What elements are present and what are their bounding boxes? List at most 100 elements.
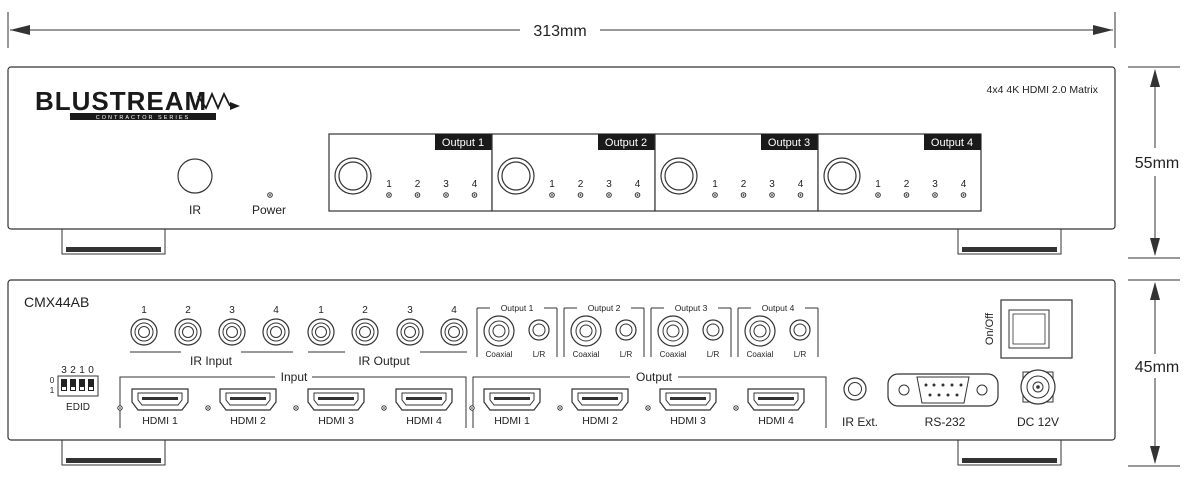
coaxial-label: Coaxial (747, 350, 774, 359)
ir-output-number: 2 (362, 305, 368, 316)
output-select-button[interactable] (497, 157, 535, 195)
led-number: 3 (769, 179, 775, 190)
hdmi-input-label: Input (281, 370, 308, 384)
ir-output-number: 1 (318, 305, 324, 316)
edid-switch-2[interactable] (70, 379, 76, 391)
coaxial-jack[interactable] (744, 315, 776, 347)
hdmi-output-port[interactable] (659, 388, 717, 411)
rs232-label: RS-232 (925, 415, 966, 429)
hdmi-output-port[interactable] (747, 388, 805, 411)
lr-audio-jack[interactable] (615, 319, 637, 341)
power-rocker-switch[interactable] (1000, 299, 1073, 359)
width-dimension: 313mm (7, 12, 1116, 48)
led-number: 3 (932, 179, 938, 190)
dc-power-jack[interactable] (1020, 369, 1056, 405)
front-panel: BLUSTREAM CONTRACTOR SERIES 4x4 4K HDMI … (7, 66, 1116, 255)
lr-audio-jack[interactable] (702, 319, 724, 341)
audio-output-label: Output 4 (762, 303, 795, 313)
power-label: Power (252, 203, 286, 217)
ir-input-jack[interactable] (130, 318, 158, 346)
model-label: CMX44AB (24, 294, 89, 310)
lr-label: L/R (620, 350, 633, 359)
ir-input-jack[interactable] (218, 318, 246, 346)
edid-bit-3: 3 (61, 365, 67, 376)
output-select-button[interactable] (334, 157, 372, 195)
edid-switch-1[interactable] (79, 379, 85, 391)
ir-input-jack[interactable] (174, 318, 202, 346)
edid-level-1: 1 (50, 386, 55, 395)
output-select-button[interactable] (823, 157, 861, 195)
lr-label: L/R (533, 350, 546, 359)
coaxial-jack[interactable] (570, 315, 602, 347)
hdmi-input-port[interactable] (307, 388, 365, 411)
power-switch-label: On/Off (984, 312, 996, 345)
led-number: 3 (606, 179, 612, 190)
lr-audio-jack[interactable] (789, 319, 811, 341)
hdmi-port-label: HDMI 3 (318, 415, 354, 427)
edid-bit-1: 1 (79, 365, 85, 376)
edid-switch-0[interactable] (88, 379, 94, 391)
led-number: 1 (712, 179, 718, 190)
front-output-label: Output 1 (442, 137, 484, 149)
hdmi-input-port[interactable] (219, 388, 277, 411)
ir-input-number: 2 (185, 305, 191, 316)
front-height-dimension: 55mm (1128, 66, 1180, 259)
front-output-1: Output 1 1 2 3 4 (328, 133, 493, 212)
hdmi-output-port[interactable] (483, 388, 541, 411)
hdmi-port-label: HDMI 4 (758, 415, 794, 427)
ir-ext-port[interactable] (843, 377, 867, 401)
edid-switch-3[interactable] (61, 379, 67, 391)
edid-dip-switch: 3 2 1 0 0 1 EDID (50, 365, 99, 413)
coaxial-label: Coaxial (573, 350, 600, 359)
ir-output-jack[interactable] (307, 318, 335, 346)
logo-subline: CONTRACTOR SERIES (96, 115, 190, 121)
width-label: 313mm (533, 23, 586, 40)
ir-output-jack[interactable] (440, 318, 468, 346)
rs232-port[interactable] (887, 373, 999, 407)
coaxial-label: Coaxial (486, 350, 513, 359)
product-title: 4x4 4K HDMI 2.0 Matrix (987, 84, 1099, 96)
rear-height-dimension: 45mm (1128, 279, 1180, 467)
hdmi-output-port[interactable] (571, 388, 629, 411)
led-number: 4 (472, 179, 478, 190)
hdmi-input-port[interactable] (395, 388, 453, 411)
ir-input-number: 1 (141, 305, 147, 316)
front-ir-window (177, 158, 213, 194)
ir-input-number: 4 (273, 305, 279, 316)
coaxial-jack[interactable] (483, 315, 515, 347)
lr-audio-jack[interactable] (528, 319, 550, 341)
led-number: 4 (961, 179, 967, 190)
led-number: 1 (386, 179, 392, 190)
hdmi-input-port[interactable] (131, 388, 189, 411)
front-output-tab (598, 134, 655, 150)
hdmi-port-label: HDMI 1 (494, 415, 530, 427)
led-number: 2 (578, 179, 584, 190)
ir-input-number: 3 (229, 305, 235, 316)
audio-output-group-4: Output 4 Coaxial L/R (737, 303, 819, 359)
ir-output-label: IR Output (358, 354, 410, 368)
led-number: 1 (549, 179, 555, 190)
lr-label: L/R (794, 350, 807, 359)
output-select-button[interactable] (660, 157, 698, 195)
led-number: 3 (443, 179, 449, 190)
coaxial-jack[interactable] (657, 315, 689, 347)
rear-chassis (7, 279, 1116, 441)
led-number: 2 (415, 179, 421, 190)
hdmi-port-label: HDMI 4 (406, 415, 442, 427)
ir-output-jack[interactable] (351, 318, 379, 346)
led-number: 4 (798, 179, 804, 190)
edid-label: EDID (66, 402, 90, 413)
ir-input-label: IR Input (190, 354, 233, 368)
hdmi-port-label: HDMI 2 (230, 415, 266, 427)
front-output-label: Output 4 (931, 137, 973, 149)
ir-input-jack[interactable] (262, 318, 290, 346)
dc-label: DC 12V (1017, 415, 1059, 429)
ir-output-jack[interactable] (396, 318, 424, 346)
edid-bit-0: 0 (88, 365, 94, 376)
